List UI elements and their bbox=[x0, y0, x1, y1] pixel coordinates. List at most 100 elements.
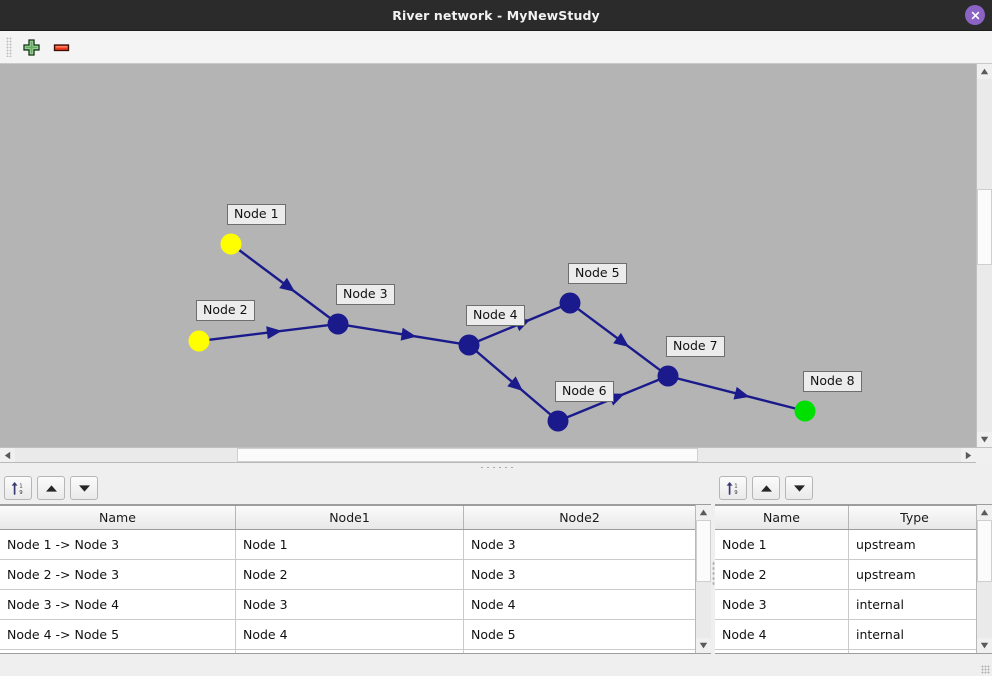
table-row[interactable]: Node 3 internal bbox=[715, 590, 976, 620]
edge-arrowhead-icon bbox=[613, 332, 630, 348]
nodes-cell[interactable] bbox=[849, 650, 976, 653]
scroll-down-arrow-icon[interactable] bbox=[696, 638, 711, 653]
graph-node-node-3[interactable] bbox=[327, 313, 349, 335]
graph-node-node-5[interactable] bbox=[559, 292, 581, 314]
reaches-cell[interactable]: Node 3 bbox=[471, 567, 516, 582]
table-row[interactable]: Node 2 upstream bbox=[715, 560, 976, 590]
scroll-up-arrow-icon[interactable] bbox=[696, 505, 711, 520]
graph-node-node-1[interactable] bbox=[220, 233, 242, 255]
graph-vscroll-thumb[interactable] bbox=[977, 189, 992, 265]
nodes-cell[interactable] bbox=[715, 650, 849, 653]
graph-node-label-node-1[interactable]: Node 1 bbox=[227, 204, 286, 225]
nodes-column-header[interactable]: Type bbox=[900, 510, 929, 525]
close-icon[interactable] bbox=[965, 5, 985, 25]
nodes-column-header[interactable]: Name bbox=[715, 506, 849, 529]
vertical-splitter[interactable] bbox=[711, 472, 715, 676]
scroll-left-arrow-icon[interactable] bbox=[0, 448, 15, 462]
reaches-cell[interactable]: Node 1 bbox=[236, 530, 464, 559]
reaches-cell[interactable] bbox=[464, 650, 695, 653]
sort-ascending-icon[interactable]: 1 9 bbox=[4, 476, 32, 500]
table-row[interactable] bbox=[715, 650, 976, 653]
reaches-column-header[interactable]: Node1 bbox=[236, 506, 464, 529]
table-row[interactable]: Node 1 upstream bbox=[715, 530, 976, 560]
nodes-cell[interactable]: Node 1 bbox=[715, 530, 849, 559]
scroll-down-arrow-icon[interactable] bbox=[977, 432, 992, 447]
graph-hscroll-track[interactable] bbox=[15, 448, 961, 462]
graph-node-label-node-6[interactable]: Node 6 bbox=[555, 381, 614, 402]
scrollbar-corner bbox=[976, 448, 992, 463]
nodes-grid-header: Name Type bbox=[715, 505, 976, 530]
reaches-vscroll-thumb[interactable] bbox=[696, 520, 711, 582]
move-up-icon[interactable] bbox=[752, 476, 780, 500]
scroll-right-arrow-icon[interactable] bbox=[961, 448, 976, 462]
move-down-icon[interactable] bbox=[70, 476, 98, 500]
reaches-cell[interactable]: Node 2 bbox=[236, 560, 464, 589]
move-down-icon[interactable] bbox=[785, 476, 813, 500]
graph-node-label-node-8[interactable]: Node 8 bbox=[803, 371, 862, 392]
reaches-cell[interactable] bbox=[0, 650, 236, 653]
nodes-cell[interactable]: Node 4 bbox=[715, 620, 849, 649]
reaches-cell[interactable]: Node 4 bbox=[471, 597, 516, 612]
reaches-cell[interactable]: Node 3 bbox=[471, 537, 516, 552]
scroll-up-arrow-icon[interactable] bbox=[977, 505, 992, 520]
nodes-cell[interactable]: upstream bbox=[856, 567, 916, 582]
reaches-cell[interactable]: Node 3 bbox=[236, 590, 464, 619]
graph-hscroll-thumb[interactable] bbox=[237, 448, 698, 462]
reaches-vscroll-track[interactable] bbox=[696, 520, 711, 638]
move-up-icon[interactable] bbox=[37, 476, 65, 500]
graph-node-label-node-7[interactable]: Node 7 bbox=[666, 336, 725, 357]
reaches-cell[interactable] bbox=[236, 650, 464, 653]
graph-node-node-6[interactable] bbox=[547, 410, 569, 432]
graph-node-node-2[interactable] bbox=[188, 330, 210, 352]
reaches-cell[interactable]: Node 2 -> Node 3 bbox=[0, 560, 236, 589]
reaches-vertical-scrollbar[interactable] bbox=[695, 505, 711, 653]
window-resize-grip-icon[interactable] bbox=[981, 665, 990, 674]
graph-node-label-node-5[interactable]: Node 5 bbox=[568, 263, 627, 284]
nodes-cell[interactable]: Node 3 bbox=[715, 590, 849, 619]
reaches-column-header[interactable]: Name bbox=[0, 506, 236, 529]
reaches-cell[interactable]: Node 3 -> Node 4 bbox=[0, 590, 236, 619]
graph-node-label-node-3[interactable]: Node 3 bbox=[336, 284, 395, 305]
svg-text:1: 1 bbox=[19, 483, 22, 489]
network-diagram-canvas[interactable]: Node 1 Node 2 Node 3 Node 4 Node 5 Node 6 Node… bbox=[0, 64, 976, 447]
nodes-vscroll-thumb[interactable] bbox=[977, 520, 992, 582]
svg-text:1: 1 bbox=[734, 483, 737, 489]
nodes-cell[interactable]: internal bbox=[856, 627, 904, 642]
nodes-cell[interactable]: internal bbox=[856, 597, 904, 612]
scroll-down-arrow-icon[interactable] bbox=[977, 638, 992, 653]
graph-horizontal-scrollbar[interactable] bbox=[0, 447, 992, 463]
reaches-cell[interactable]: Node 4 bbox=[236, 620, 464, 649]
horizontal-splitter[interactable] bbox=[0, 462, 992, 472]
table-row[interactable] bbox=[0, 650, 695, 653]
graph-node-node-7[interactable] bbox=[657, 365, 679, 387]
nodes-vertical-scrollbar[interactable] bbox=[976, 505, 992, 653]
nodes-vscroll-track[interactable] bbox=[977, 520, 992, 638]
add-plus-icon[interactable] bbox=[16, 33, 46, 61]
graph-node-label-node-4[interactable]: Node 4 bbox=[466, 305, 525, 326]
graph-vscroll-track[interactable] bbox=[977, 79, 992, 432]
graph-node-node-4[interactable] bbox=[458, 334, 480, 356]
reaches-column-header[interactable]: Node2 bbox=[559, 510, 600, 525]
reaches-cell[interactable]: Node 4 -> Node 5 bbox=[0, 620, 236, 649]
sort-ascending-icon[interactable]: 1 9 bbox=[719, 476, 747, 500]
nodes-cell[interactable]: upstream bbox=[856, 537, 916, 552]
graph-vertical-scrollbar[interactable] bbox=[976, 64, 992, 447]
reaches-cell[interactable]: Node 5 bbox=[471, 627, 516, 642]
scroll-up-arrow-icon[interactable] bbox=[977, 64, 992, 79]
graph-node-label-node-2[interactable]: Node 2 bbox=[196, 300, 255, 321]
remove-minus-icon[interactable] bbox=[46, 33, 76, 61]
toolbar-grip[interactable] bbox=[6, 37, 12, 57]
graph-node-node-8[interactable] bbox=[794, 400, 816, 422]
table-row[interactable]: Node 4 internal bbox=[715, 620, 976, 650]
reaches-cell[interactable]: Node 1 -> Node 3 bbox=[0, 530, 236, 559]
nodes-cell[interactable]: Node 2 bbox=[715, 560, 849, 589]
